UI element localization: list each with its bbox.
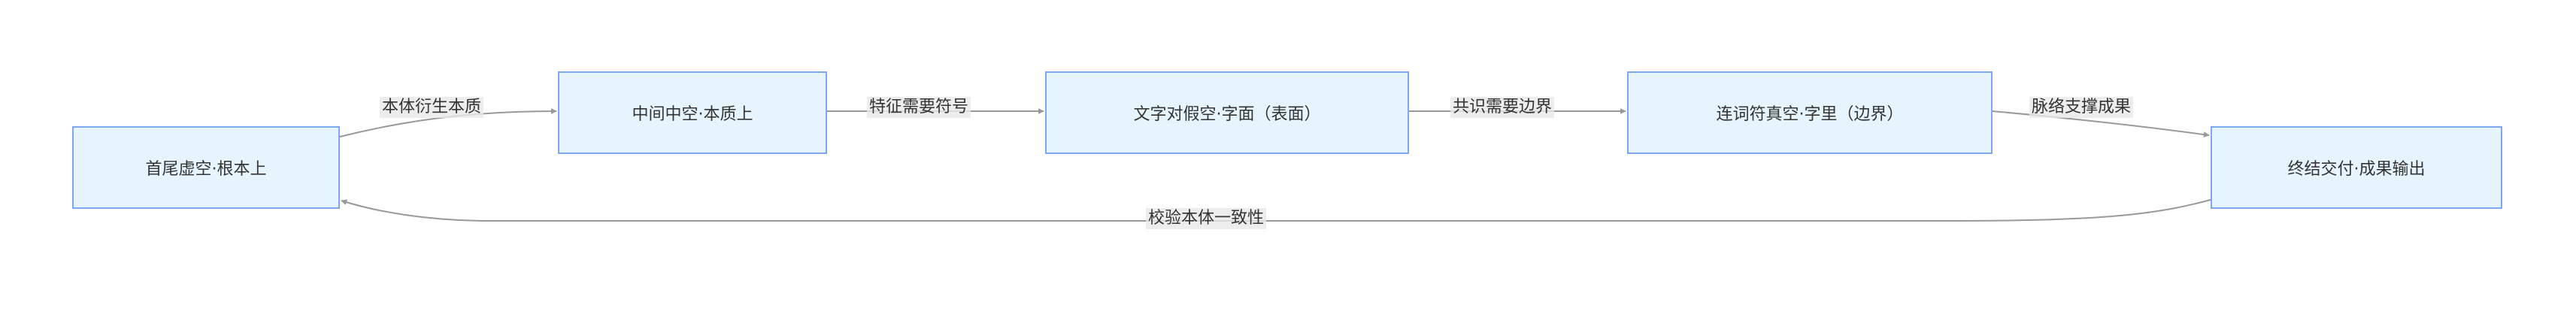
node-text-false-void-label: 文字对假空·字面（表面） (1133, 105, 1321, 124)
edge-connector-to-output (1992, 110, 2210, 137)
edge-label-text-to-connector: 共识需要边界 (1450, 97, 1555, 118)
edge-label-middle-to-text: 特征需要符号 (866, 97, 971, 118)
node-root-void: 首尾虚空·根本上 (72, 126, 340, 209)
edge-output-to-root (341, 199, 2211, 222)
edge-label-root-to-middle: 本体衍生本质 (379, 97, 484, 118)
node-connector-true-void-label: 连词符真空·字里（边界） (1716, 105, 1904, 124)
node-final-output: 终结交付·成果输出 (2211, 126, 2502, 209)
node-root-void-label: 首尾虚空·根本上 (145, 160, 267, 179)
edge-label-connector-to-output: 脉络支撑成果 (2029, 97, 2134, 118)
edge-label-output-to-root: 校验本体一致性 (1145, 208, 1267, 229)
node-middle-void-label: 中间中空·本质上 (632, 105, 753, 124)
node-final-output-label: 终结交付·成果输出 (2287, 160, 2426, 179)
node-connector-true-void: 连词符真空·字里（边界） (1627, 71, 1993, 154)
node-text-false-void: 文字对假空·字面（表面） (1045, 71, 1409, 154)
node-middle-void: 中间中空·本质上 (558, 71, 827, 154)
